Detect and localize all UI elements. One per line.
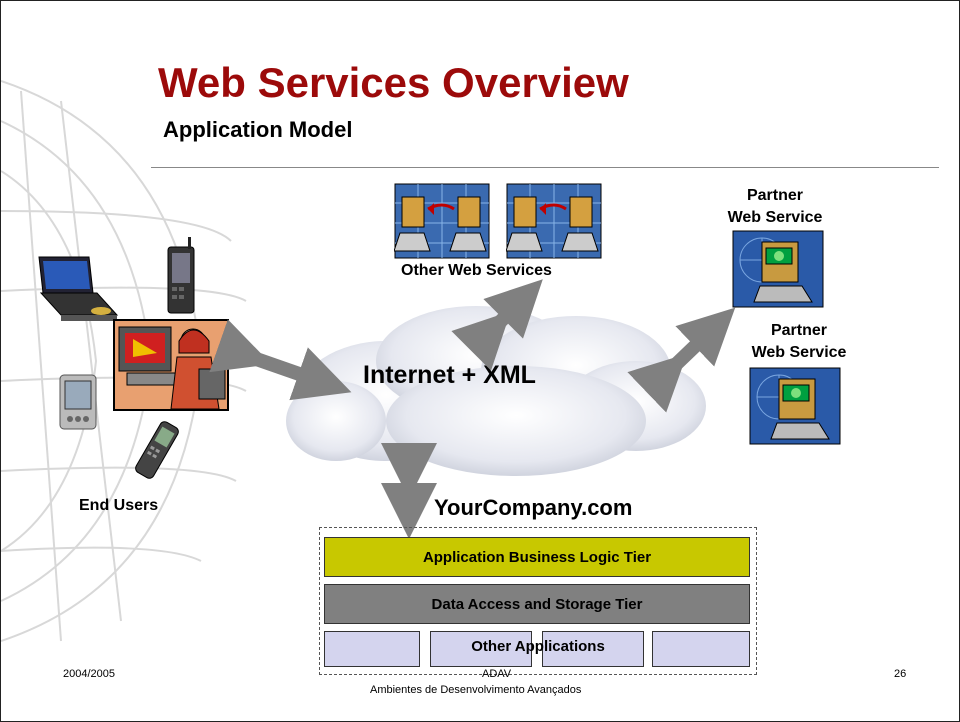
partner-2-line2: Web Service <box>751 344 847 361</box>
other-applications-label: Other Applications <box>471 638 605 655</box>
other-web-services-label: Other Web Services <box>401 262 552 279</box>
pda-icon <box>59 374 97 430</box>
partner-1-line2: Web Service <box>727 209 823 226</box>
company-label: YourCompany.com <box>434 495 633 520</box>
footer-date: 2004/2005 <box>63 668 115 680</box>
arrow-cloud-partner <box>627 307 736 413</box>
app-box-2 <box>430 631 532 667</box>
partner-web-service-1-label: Partner Web Service <box>707 185 843 229</box>
title-divider <box>151 167 939 168</box>
company-tiers-box: Application Business Logic Tier Data Acc… <box>319 527 757 675</box>
partner-computer-icon <box>732 230 824 308</box>
app-box-1 <box>324 631 420 667</box>
laptop-icon <box>38 256 119 321</box>
end-users-label: End Users <box>79 497 159 514</box>
footer-course-full: Ambientes de Desenvolvimento Avançados <box>370 684 582 696</box>
footer-page-number: 26 <box>894 668 907 680</box>
arrow-endusers-cloud <box>209 319 352 401</box>
phone-icon <box>167 237 195 314</box>
slide-title: Web Services Overview <box>158 59 629 106</box>
data-access-tier: Data Access and Storage Tier <box>324 584 750 624</box>
partner-computer-icon <box>749 367 841 445</box>
web-service-computer-icon <box>394 183 490 259</box>
app-box-4 <box>652 631 750 667</box>
app-box-3 <box>542 631 644 667</box>
footer-course: ADAV <box>482 668 512 680</box>
partner-2-line1: Partner <box>770 322 828 339</box>
partner-web-service-2-label: Partner Web Service <box>731 320 867 364</box>
arrow-cloud-otherws <box>451 279 543 371</box>
partner-1-line1: Partner <box>746 187 804 204</box>
mobile-phone-icon <box>135 421 179 479</box>
user-at-computer-icon <box>113 319 229 411</box>
business-logic-tier: Application Business Logic Tier <box>324 537 750 577</box>
web-service-computer-icon <box>506 183 602 259</box>
slide-subtitle: Application Model <box>163 117 353 142</box>
